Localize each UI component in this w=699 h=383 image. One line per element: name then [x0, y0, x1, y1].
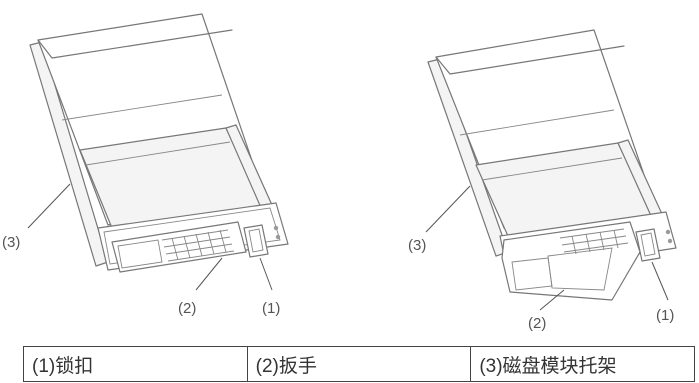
callout-latch-right: (1): [656, 307, 674, 324]
callout-tray-left: (3): [2, 234, 20, 251]
handle-part: [111, 221, 247, 273]
callout-latch-left: (1): [262, 300, 280, 317]
callout-handle-left: (2): [178, 300, 196, 317]
legend-cell-latch: (1)锁扣: [23, 346, 248, 382]
callout-handle-right: (2): [528, 315, 546, 332]
legend-row: (1)锁扣 (2)扳手 (3)磁盘模块托架: [23, 346, 695, 382]
drive-tray-open: [425, 29, 677, 311]
drive-tray-closed: [27, 13, 289, 291]
callout-tray-right: (3): [408, 237, 426, 254]
legend-cell-handle: (2)扳手: [246, 346, 472, 382]
drive-tray-illustration: (3) (2) (1): [2, 13, 677, 332]
legend-cell-tray: (3)磁盘模块托架: [470, 346, 695, 382]
latch-part: [243, 224, 269, 258]
legend-table: (1)锁扣 (2)扳手 (3)磁盘模块托架: [23, 346, 695, 382]
latch-part: [635, 228, 661, 262]
